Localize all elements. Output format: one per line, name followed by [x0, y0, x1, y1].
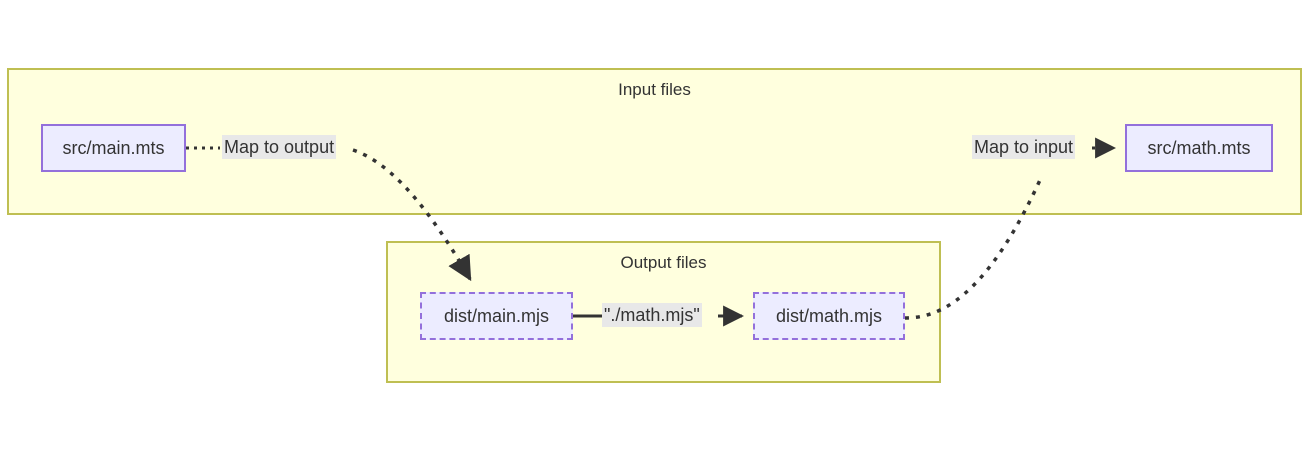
node-src-math-mts[interactable]: src/math.mts — [1125, 124, 1273, 172]
node-dist-main-mjs[interactable]: dist/main.mjs — [420, 292, 573, 340]
edge-label-map-to-output: Map to output — [222, 135, 337, 159]
node-src-main-mts[interactable]: src/main.mts — [41, 124, 186, 172]
node-src-main-mts-label: src/main.mts — [62, 137, 165, 158]
edge-label-import-math-mjs: "./math.mjs" — [602, 303, 702, 327]
node-dist-math-mjs-label: dist/math.mjs — [775, 305, 883, 326]
cluster-output-files-label: Output files — [620, 253, 707, 272]
cluster-input-files: Input files — [7, 68, 1302, 215]
cluster-input-files-label: Input files — [618, 80, 691, 99]
edge-label-map-to-input: Map to input — [972, 135, 1076, 159]
node-dist-math-mjs[interactable]: dist/math.mjs — [753, 292, 905, 340]
node-dist-main-mjs-label: dist/main.mjs — [443, 305, 550, 326]
node-src-math-mts-label: src/math.mts — [1147, 137, 1251, 158]
